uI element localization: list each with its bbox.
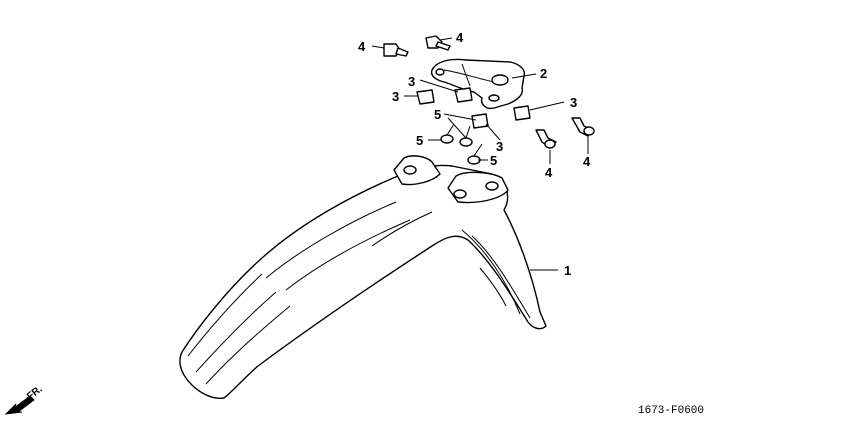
clip-nut-b (416, 89, 435, 105)
callout-nut-d: 3 (570, 95, 577, 110)
callout-screw-a: 5 (434, 107, 441, 122)
callout-bolt-top-left: 4 (358, 39, 366, 54)
callout-screw-b: 5 (416, 133, 423, 148)
leader-lines (371, 37, 589, 271)
callout-screw-c: 5 (490, 153, 497, 168)
bolt-top-mid (425, 35, 451, 51)
bolt-top-left (383, 43, 409, 57)
drawing-code: 1673-F0600 (638, 405, 704, 417)
callout-nut-c: 3 (496, 139, 503, 154)
fender-bracket (430, 58, 526, 110)
clip-nut-d (513, 105, 531, 121)
clip-nut-a (454, 87, 473, 103)
callout-labels: 4 4 2 3 3 3 3 5 5 5 4 4 1 (358, 30, 591, 278)
callout-nut-b: 3 (392, 89, 399, 104)
callout-bolt-right-b: 4 (583, 154, 591, 169)
callout-nut-a: 3 (408, 74, 415, 89)
screw-a (440, 123, 455, 144)
front-arrow-icon (4, 395, 35, 415)
front-direction-indicator: FR. (4, 384, 45, 415)
bolt-right-b (571, 117, 595, 137)
callout-fender: 1 (564, 263, 571, 278)
bolt-right-a (535, 129, 557, 149)
callout-bracket: 2 (540, 66, 547, 81)
screw-b (459, 125, 473, 147)
clip-nut-c (471, 113, 489, 129)
callout-bolt-right-a: 4 (545, 165, 553, 180)
screw-c (467, 143, 483, 165)
front-fender (179, 155, 547, 399)
callout-bolt-top-mid: 4 (456, 30, 464, 45)
